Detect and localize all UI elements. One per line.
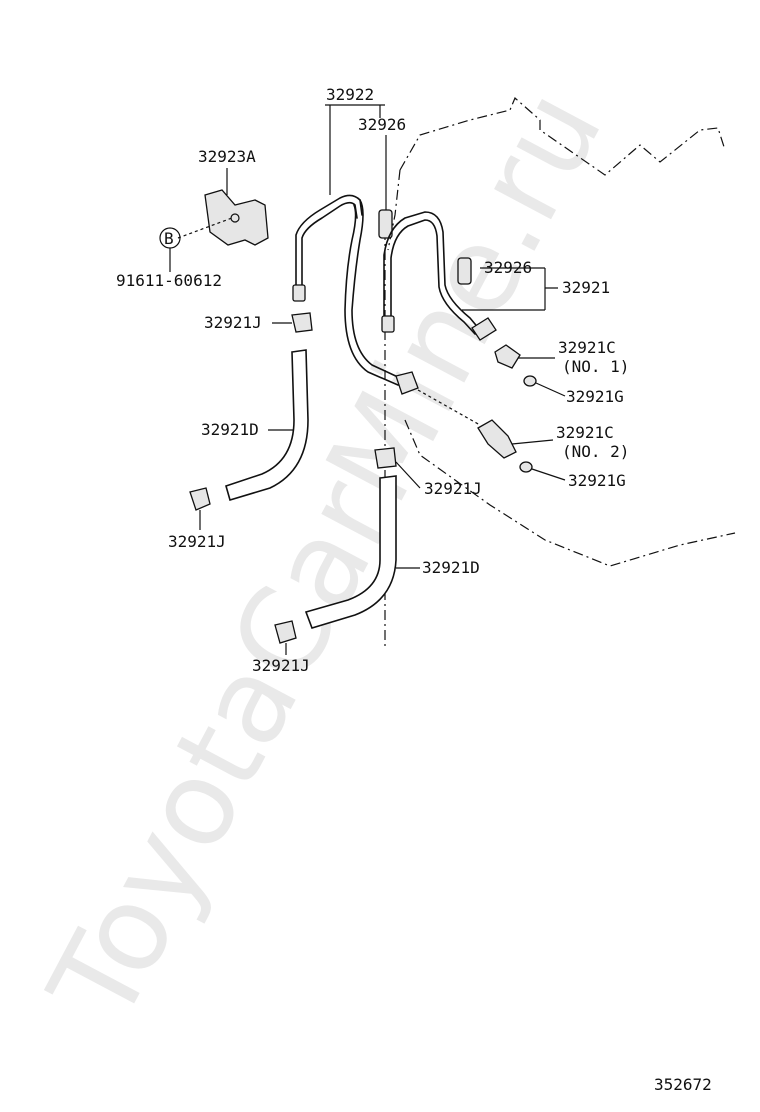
joint-32926-right (457, 257, 472, 285)
leader-32921J-3 (395, 461, 421, 489)
pipe-32922-long-inner (344, 204, 399, 386)
hose-32921D-1 (225, 349, 309, 501)
callout-32921G-2: 32921G (568, 471, 626, 490)
pipe-32922-long (351, 199, 401, 379)
leader-32921C-2 (511, 439, 554, 445)
bracket-32923A (204, 189, 269, 246)
callout-32921G-1: 32921G (566, 387, 624, 406)
diagram-id: 352672 (654, 1075, 712, 1094)
callout-32921: 32921 (562, 278, 610, 297)
bolt-marker: B (164, 229, 174, 248)
watermark: ToyotaCarMine.ru (22, 68, 628, 1044)
leader-32921G-1 (535, 382, 566, 397)
callout-32921C-2: 32921C (556, 423, 614, 442)
pipe-32921 (383, 211, 481, 331)
connector-32921C-1 (494, 344, 521, 369)
callout-32922: 32922 (326, 85, 374, 104)
joint-32926-top (378, 209, 393, 239)
callout-32921J-1: 32921J (204, 313, 262, 332)
connector-32921C-2 (477, 419, 517, 459)
clip-32921J-2 (189, 487, 211, 511)
pipe-32922-end-fitting (292, 284, 306, 302)
clip-32921J-4 (274, 620, 297, 644)
callout-91611: 91611-60612 (116, 271, 222, 290)
pipe-32922 (295, 194, 363, 286)
callout-32921C-1: 32921C (558, 338, 616, 357)
pipe-32922-inner (301, 201, 358, 286)
callout-32921C-1-sub: (NO. 1) (562, 357, 629, 376)
callout-32926-right: 32926 (484, 258, 532, 277)
gasket-32921G-1 (523, 375, 537, 387)
leader-32921G-2 (531, 468, 566, 481)
callout-32923A: 32923A (198, 147, 256, 166)
leader-32922 (325, 104, 385, 195)
pipe-32921-inner (390, 219, 476, 335)
callout-32921D-1: 32921D (201, 420, 259, 439)
callout-32926-top: 32926 (358, 115, 406, 134)
callout-32921C-2-sub: (NO. 2) (562, 442, 629, 461)
clip-32921J-3 (374, 447, 397, 469)
fitting-nut-1 (471, 317, 497, 341)
pipe-32921-end-fitting (381, 315, 395, 333)
callout-32921D-2: 32921D (422, 558, 480, 577)
callout-32921J-3: 32921J (168, 532, 226, 551)
gasket-32921G-2 (519, 461, 533, 473)
transmission-outline-bottom (404, 419, 736, 567)
callout-32921J-4: 32921J (252, 656, 310, 675)
leader-32921 (462, 267, 558, 311)
clip-32921J-1 (291, 312, 313, 333)
fitting-nut-2 (395, 371, 419, 395)
hose-32921D-2 (304, 475, 397, 629)
callout-32921J-2: 32921J (424, 479, 482, 498)
